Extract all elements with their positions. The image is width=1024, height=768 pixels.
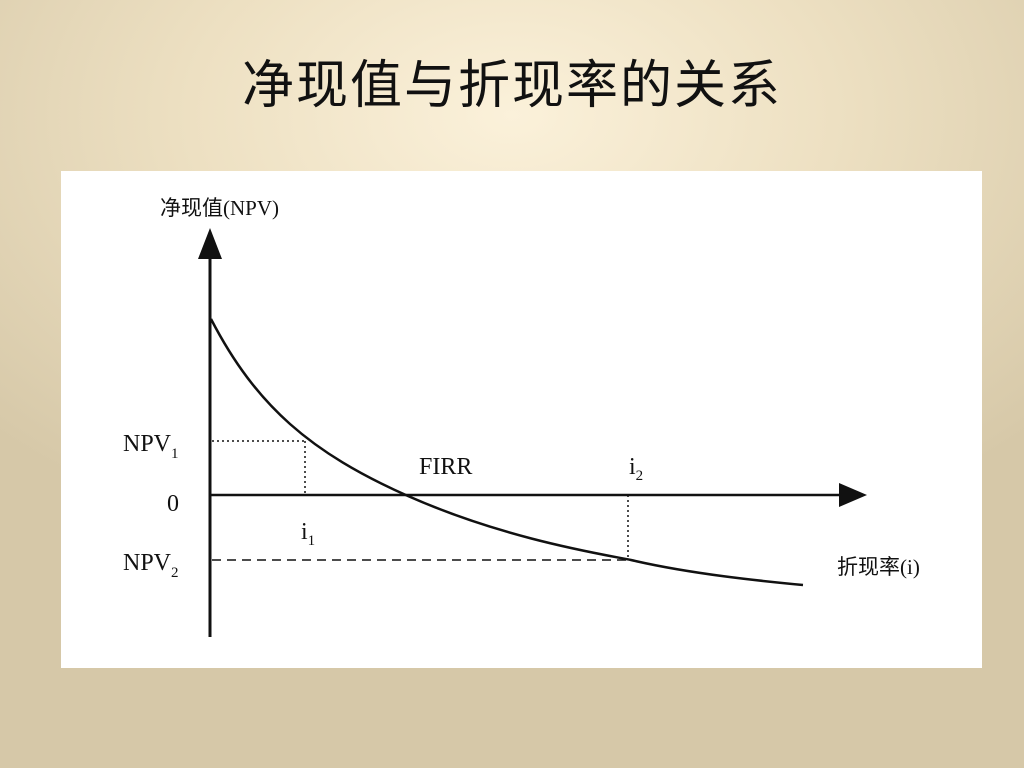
zero-label: 0 — [167, 491, 179, 517]
slide-title: 净现值与折现率的关系 — [241, 56, 782, 116]
i2-label: i2 — [629, 454, 643, 484]
npv-curve — [209, 318, 804, 587]
npv-discount-rate-diagram: 净现值(NPV) NPV1 0 NPV2 i1 FIRR i2 折现率(i) — [123, 196, 920, 637]
npv2-label: NPV2 — [123, 550, 179, 581]
x-axis-arrow — [839, 483, 867, 507]
figure-panel: 净现值(NPV) NPV1 0 NPV2 i1 FIRR i2 折现率(i) — [61, 171, 982, 668]
y-axis-arrow — [198, 228, 222, 259]
y-axis-label: 净现值(NPV) — [160, 196, 279, 220]
npv1-label: NPV1 — [123, 431, 179, 462]
firr-label: FIRR — [419, 454, 472, 480]
x-axis-label: 折现率(i) — [837, 555, 920, 579]
i1-label: i1 — [301, 519, 315, 549]
